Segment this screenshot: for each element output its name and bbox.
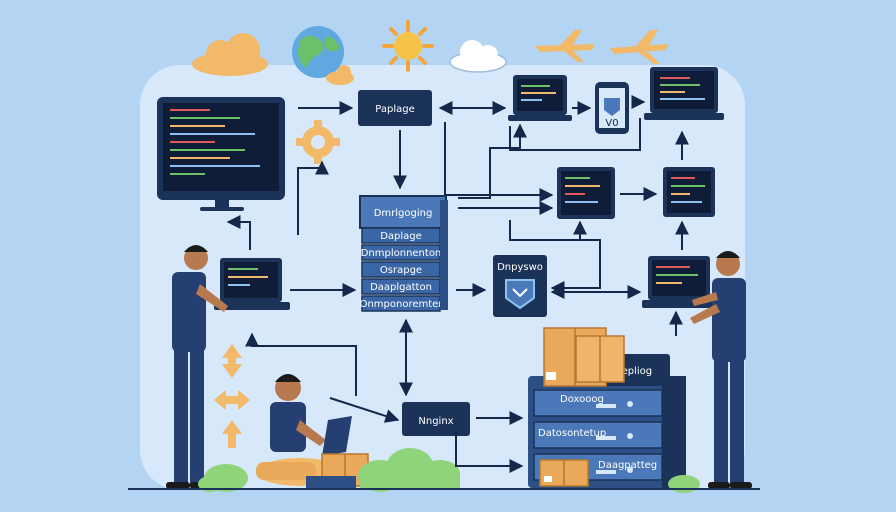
desktop-monitor <box>157 97 285 211</box>
svg-text:Dmrlgoging: Dmrlgoging <box>374 208 433 219</box>
orange-updown-arrow-icon <box>222 344 242 378</box>
laptop-left <box>214 258 290 310</box>
cardboard-box-drawer <box>539 459 589 487</box>
svg-text:Paplage: Paplage <box>375 104 414 115</box>
orange-up-arrow-icon <box>222 420 242 448</box>
service-stack: Dmrlgoging Daplage Dnmplonnenton Osrapge… <box>359 195 448 312</box>
laptop-top-right <box>644 67 724 120</box>
sun-icon <box>382 20 434 72</box>
nginx-box: Nnginx <box>402 402 470 436</box>
orange-leftright-arrow-icon <box>214 390 250 410</box>
connector-arrows <box>226 95 689 473</box>
top-label-box: Paplage <box>358 90 432 126</box>
svg-text:Nnginx: Nnginx <box>418 416 453 427</box>
laptop-right <box>642 256 718 308</box>
airplane-icon-1 <box>535 30 595 62</box>
cloud-white-icon <box>449 40 507 73</box>
svg-text:Datosontetup: Datosontetup <box>538 428 606 439</box>
airplane-icon-2 <box>610 30 668 64</box>
cardboard-boxes-cabinet <box>543 327 625 387</box>
security-shield-box: Dnpyswo <box>493 255 547 317</box>
cloud-orange-icon <box>192 33 268 76</box>
cloud-small-orange-icon <box>326 65 354 85</box>
shield-icon <box>505 279 535 310</box>
svg-text:Daplage: Daplage <box>380 231 422 242</box>
code-window-middle <box>557 167 615 219</box>
bush-right <box>668 475 700 493</box>
svg-text:Dnmplonnenton: Dnmplonnenton <box>361 248 442 259</box>
bush-middle <box>358 448 460 492</box>
svg-text:Depliog: Depliog <box>614 366 652 377</box>
svg-text:Onmponoremter: Onmponoremter <box>360 299 444 310</box>
svg-text:Osrapge: Osrapge <box>380 265 422 276</box>
laptop-small <box>322 416 352 456</box>
svg-text:Doxooog: Doxooog <box>560 394 604 405</box>
svg-text:Dnpyswo: Dnpyswo <box>497 262 543 273</box>
laptop-top <box>508 75 572 121</box>
svg-text:Daaplgatton: Daaplgatton <box>370 282 432 293</box>
gear-icon <box>296 120 340 164</box>
globe-icon <box>292 26 344 78</box>
svg-text:V0: V0 <box>605 118 618 129</box>
person-standing-right <box>690 251 752 489</box>
code-window-right <box>663 167 715 217</box>
tablet-device: V0 <box>595 82 629 134</box>
svg-text:Daagpatteg: Daagpatteg <box>598 460 657 471</box>
